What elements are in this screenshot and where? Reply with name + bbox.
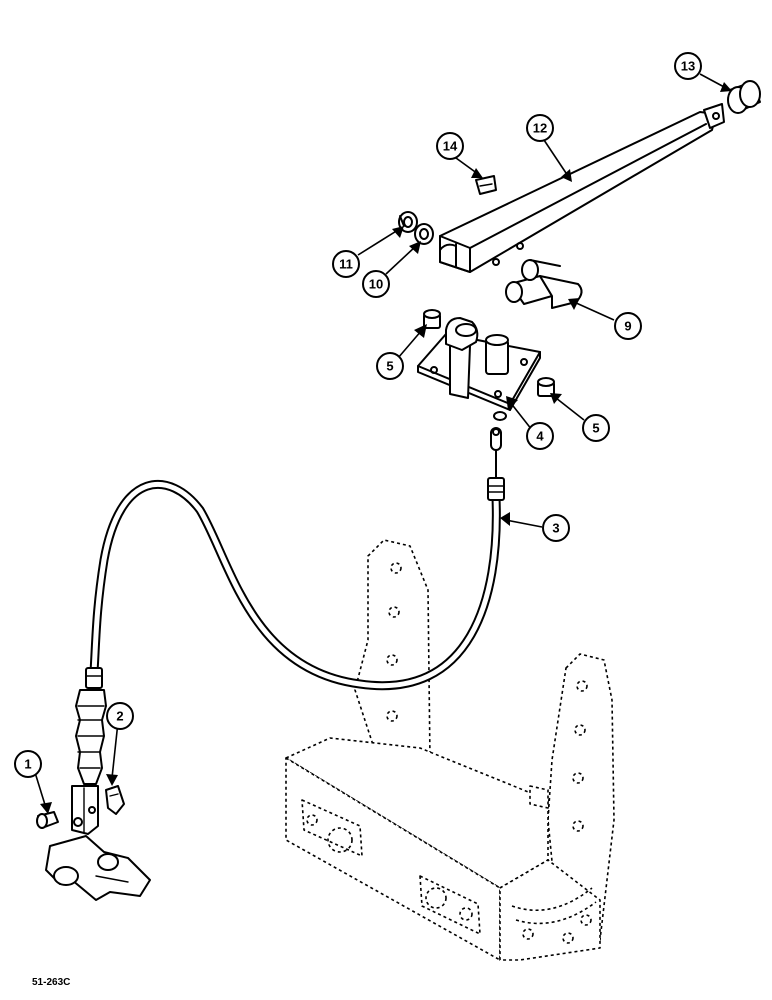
callout-12: 12 [526,114,554,142]
callout-10: 10 [362,270,390,298]
retaining-clip [105,785,125,815]
callout-4: 4 [526,422,554,450]
spring-clip [475,175,497,195]
svg-text:5: 5 [386,359,393,374]
svg-text:11: 11 [339,257,353,272]
callout-3: 3 [542,514,570,542]
svg-text:2: 2 [116,709,123,724]
bushing-right [537,377,555,397]
control-lever [439,103,725,273]
pivot-bracket [417,317,541,421]
callout-1: 1 [14,750,42,778]
drawing-reference-number: 51-263C [32,977,71,988]
svg-text:4: 4 [536,429,544,444]
mounting-bracket-phantom [285,539,615,961]
svg-text:1: 1 [24,757,31,772]
svg-text:5: 5 [592,421,599,436]
lever-knob [727,80,761,114]
callout-14: 14 [436,132,464,160]
svg-text:13: 13 [681,59,695,74]
leader-lines [32,73,732,814]
svg-text:9: 9 [624,319,631,334]
clevis-pin [36,811,59,829]
svg-text:12: 12 [533,121,547,136]
control-cable [71,427,505,835]
svg-text:3: 3 [552,521,559,536]
callout-11: 11 [332,250,360,278]
bushing-left [423,309,441,329]
callout-5-left: 5 [376,352,404,380]
callout-9: 9 [614,312,642,340]
callout-5-right: 5 [582,414,610,442]
svg-text:14: 14 [443,139,458,154]
callout-13: 13 [674,52,702,80]
callout-2: 2 [106,702,134,730]
flat-washer [414,223,434,245]
linkage-arm [45,835,151,901]
svg-text:10: 10 [369,277,383,292]
